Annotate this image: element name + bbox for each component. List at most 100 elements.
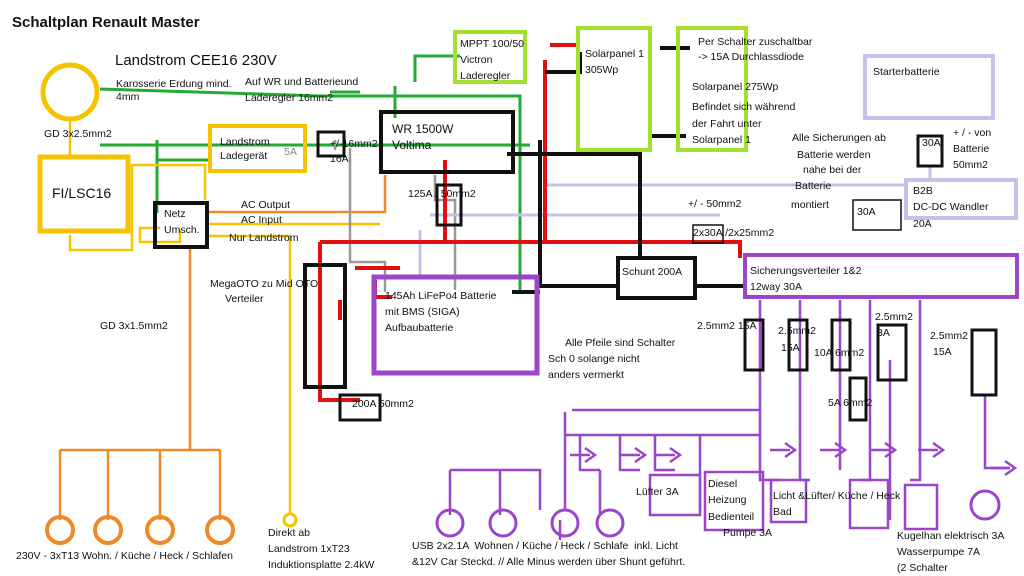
usb-label-1: USB 2x2.1A Wohnen / Küche / Heck / Schla… — [412, 540, 678, 552]
usb-socket-4 — [595, 508, 625, 538]
inverter-fuse-125-box — [435, 183, 463, 227]
battery-fuse-box — [338, 393, 382, 422]
earth-label-2: 4mm — [116, 91, 140, 103]
switch-legend-1: Alle Pfeile sind Schalter — [565, 337, 676, 349]
charger-label-2: Ladegerät — [220, 150, 268, 162]
megaoto-label-2: Verteiler — [225, 293, 264, 305]
branch-fuse-3 — [830, 318, 852, 372]
inverter-earth-label-2: Laderegler 16mm2 — [245, 92, 334, 104]
socket-4 — [205, 515, 235, 545]
switch-note-1: Per Schalter zuschaltbar — [698, 36, 813, 48]
mppt-label-2: Victron — [460, 54, 493, 66]
heater-label-4: Pumpe 3A — [723, 527, 773, 539]
induction-socket — [282, 512, 298, 528]
b2b-fuse-box — [852, 199, 902, 231]
fuse-distributor-box — [743, 253, 1019, 299]
fuse-2-label-2: 15A — [781, 342, 800, 354]
heater-label-1: Diesel — [708, 478, 738, 490]
distributor-label-2: 12way 30A — [750, 281, 802, 293]
branch-fuse-1 — [743, 318, 765, 372]
rcbo-label: FI/LSC16 — [52, 185, 112, 201]
fuse-note-4: Batterie — [795, 180, 832, 192]
heater-label-2: Heizung — [708, 494, 747, 506]
diesel-heater-box — [703, 470, 765, 532]
fuse-4-label-2: 3A — [877, 327, 890, 339]
fan-label: Lüfter 3A — [636, 486, 679, 498]
inverter-fuse-label: 16A — [330, 153, 349, 165]
b2b-label-2: DC-DC Wandler — [913, 201, 989, 213]
battery-fuse-label: 200A 50mm2 — [352, 398, 414, 410]
distributor-label-1: Sicherungsverteiler 1&2 — [750, 265, 862, 277]
light-label-1: Licht &Lüfter/ Küche / Heck — [773, 490, 901, 502]
branch-fuse-4 — [876, 323, 908, 382]
sockets-label: 230V - 3xT13 Wohn. / Küche / Heck / Schl… — [16, 550, 233, 562]
fuse-1-label: 2.5mm2 15A — [697, 320, 757, 332]
branch-fuse-2 — [787, 318, 809, 372]
positive-wires — [318, 43, 742, 402]
battery-box — [371, 274, 540, 376]
fuse-4-label-1: 2.5mm2 — [875, 311, 913, 323]
fuse-note-2: Batterie werden — [797, 149, 871, 161]
starter-cable-2: Batterie — [953, 143, 990, 155]
fuse-2-label-1: 2.5mm2 — [778, 325, 816, 337]
inverter-fuse-box — [316, 130, 346, 158]
battery-label-3: Aufbaubatterie — [385, 322, 454, 334]
shore-power-inlet — [40, 62, 100, 122]
solar-2-label-2: Befindet sich während — [692, 101, 796, 113]
solar-panel-1 — [576, 26, 652, 152]
ac-wires — [68, 118, 380, 515]
fuse-5-label-1: 2.5mm2 — [930, 330, 968, 342]
solar-1-label-2: 305Wp — [585, 64, 619, 76]
socket-2 — [93, 515, 123, 545]
starter-battery-label: Starterbatterie — [873, 66, 940, 78]
fuse-note-1: Alle Sicherungen ab — [792, 132, 886, 144]
b2b-fuse-label: 30A — [857, 206, 876, 218]
distributor-cable-label: 2x30A /2x25mm2 — [693, 227, 775, 239]
solar-2-label-4: Solarpanel 1 — [692, 134, 751, 146]
b2b-box — [904, 178, 1018, 220]
gd-top-label: GD 3x2.5mm2 — [44, 128, 112, 140]
b2b-label-3: 20A — [913, 218, 932, 230]
socket-1 — [45, 515, 75, 545]
shunt-box — [616, 256, 697, 300]
transfer-label-2: Umsch. — [164, 224, 200, 236]
battery-label-2: mit BMS (SIGA) — [385, 306, 460, 318]
usb-label-2: &12V Car Steckd. // Alle Minus werden üb… — [412, 556, 686, 568]
switch-arrows — [570, 441, 1018, 477]
light-rear-box — [903, 483, 939, 531]
valve-label-3: (2 Schalter — [897, 562, 948, 574]
inverter-fuse-125-label: 125A / 50mm2 — [408, 188, 476, 200]
fuse-5-label-2: 15A — [933, 346, 952, 358]
charger-fuse-label: 5A — [284, 146, 297, 158]
switch-note-2: -> 15A Durchlassdiode — [698, 51, 804, 63]
usb-socket-3 — [550, 508, 580, 538]
fuse-3-label: 10A 6mm2 — [814, 347, 865, 359]
inverter-earth-label-1: Auf WR und Batterieund — [245, 76, 359, 88]
transfer-label-1: Netz — [164, 208, 186, 220]
page-title: Schaltplan Renault Master — [12, 14, 200, 31]
inverter-label-1: WR 1500W — [392, 122, 454, 136]
fuse-note-5: montiert — [791, 199, 829, 211]
charger-label-1: Landstrom — [220, 136, 270, 148]
ac-input-label: AC Input — [241, 214, 282, 226]
megaoto-label-1: MegaOTO zu Mid OTO — [210, 278, 319, 290]
charger-box — [208, 124, 307, 173]
starter-cable-1: + / - von — [953, 127, 992, 139]
starter-fuse-box — [916, 134, 944, 168]
induction-label-1: Direkt ab — [268, 527, 311, 539]
solar-panel-2 — [676, 26, 748, 152]
ac-output-label: AC Output — [241, 199, 291, 211]
switch-legend-3: anders vermerkt — [548, 369, 624, 381]
transfer-switch-box — [153, 201, 209, 249]
induction-label-3: Induktionsplatte 2.4kW — [268, 559, 375, 571]
fuse-6-label: 5A 6mm2 — [828, 397, 873, 409]
solar-2-label-3: der Fahrt unter — [692, 118, 762, 130]
branch-fuse-5 — [970, 328, 998, 397]
induction-label-2: Landstrom 1xT23 — [268, 543, 350, 555]
solar-2-label-1: Solarpanel 275Wp — [692, 81, 779, 93]
battery-label-1: 145Ah LiFePo4 Batterie — [385, 290, 497, 302]
b2b-cable-label: +/ - 50mm2 — [688, 198, 742, 210]
inverter-cable-label: +/-16mm2 — [330, 138, 378, 150]
ac-output-wires — [58, 175, 387, 520]
